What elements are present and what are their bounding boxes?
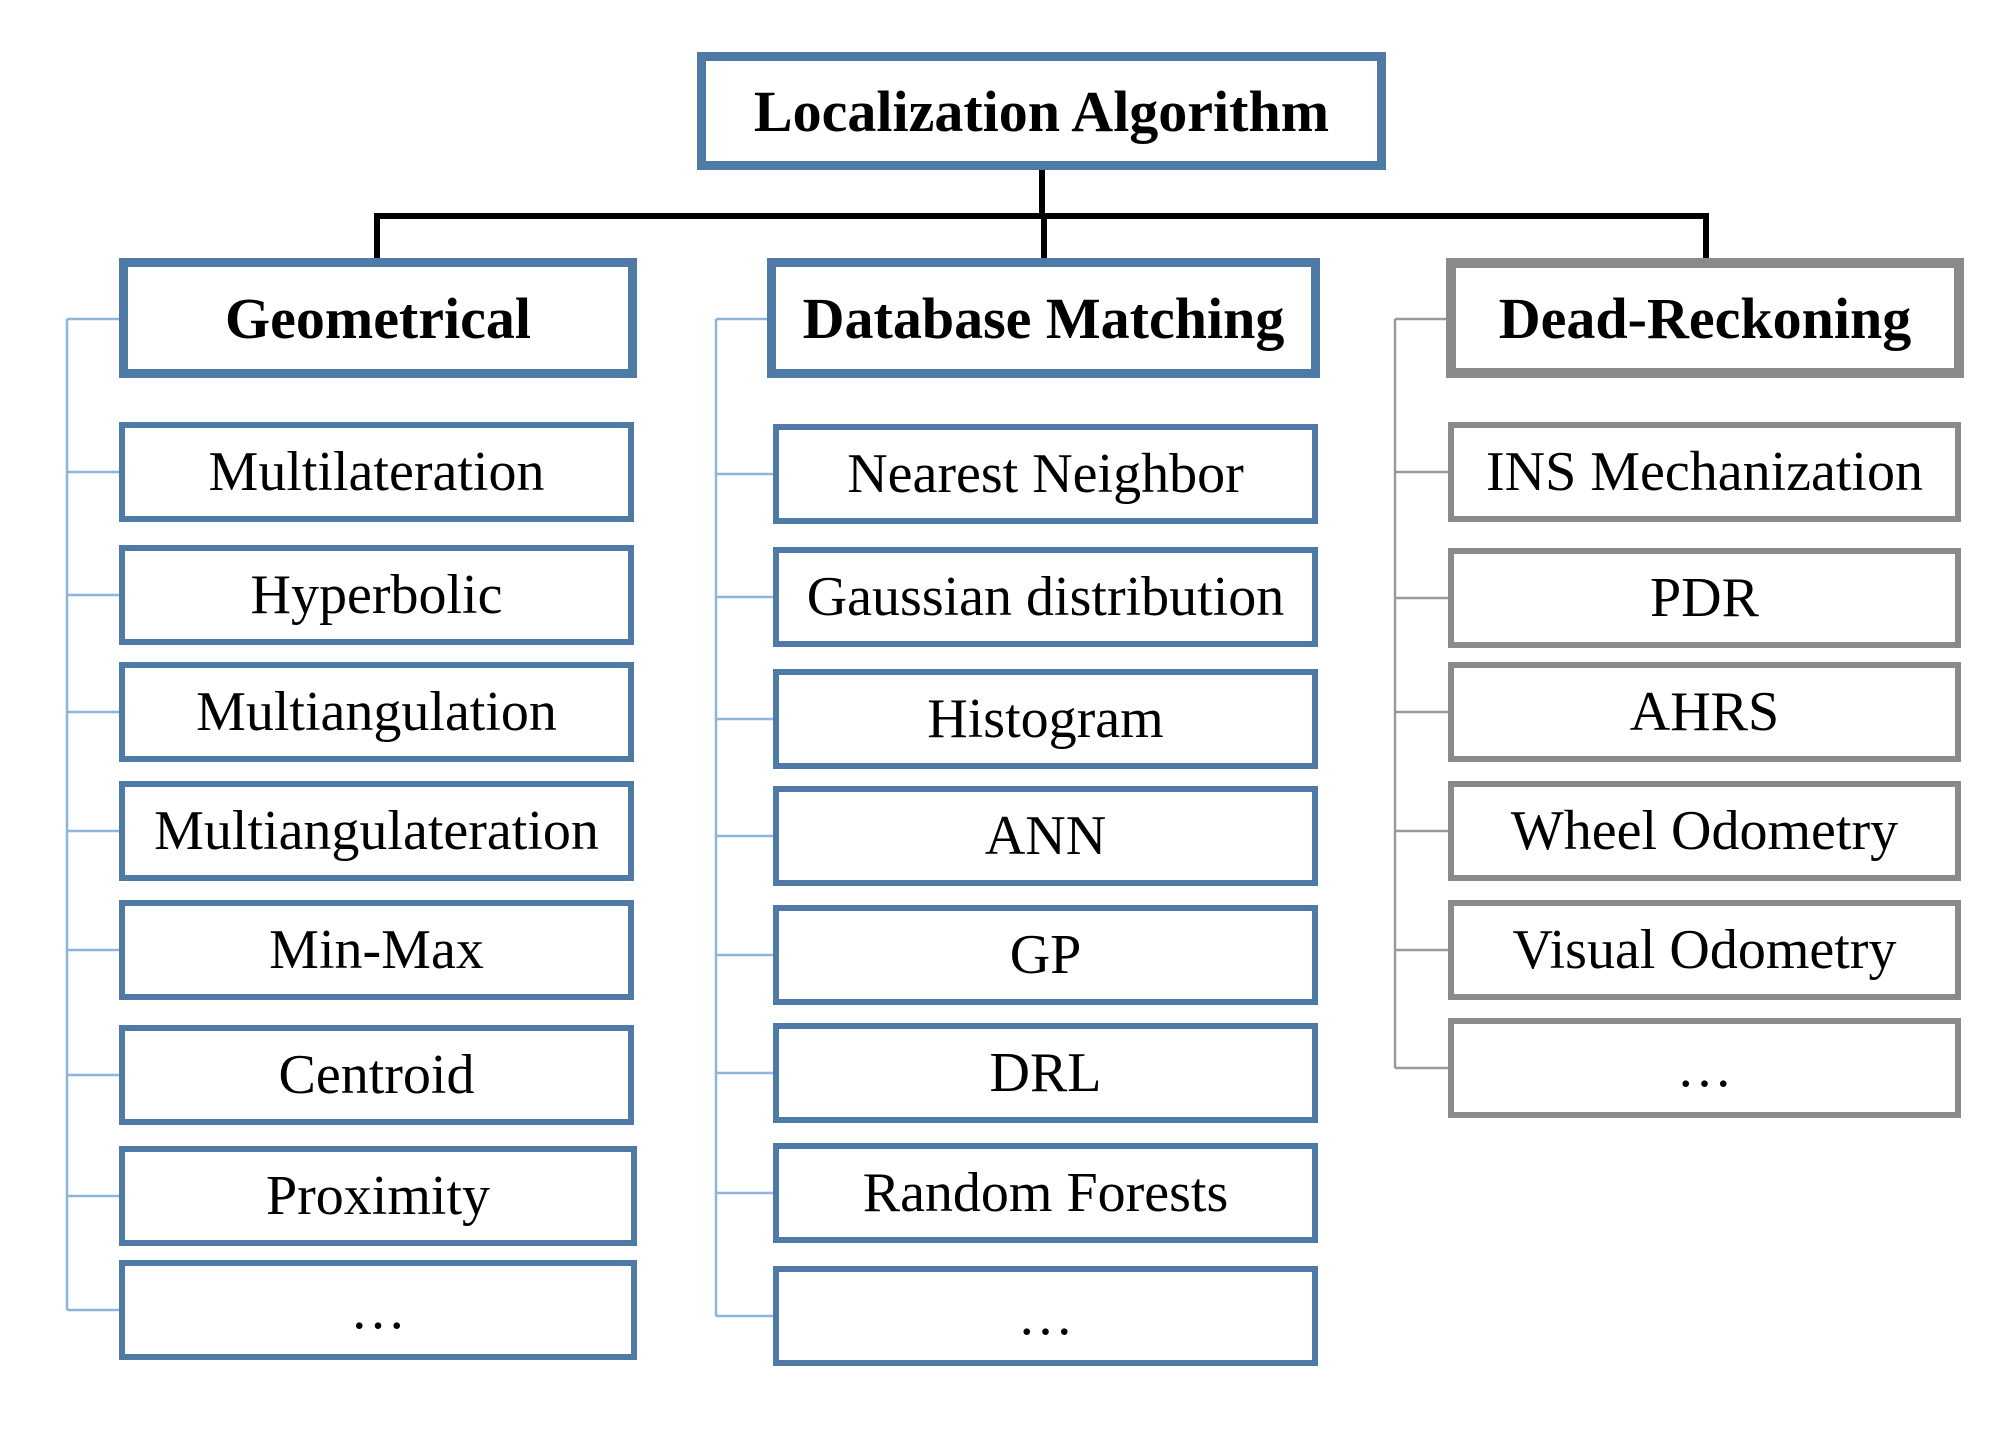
list-item: Nearest Neighbor [773, 424, 1318, 524]
column-header-label: Database Matching [802, 285, 1285, 351]
list-item: Proximity [119, 1146, 637, 1246]
item-label: Random Forests [862, 1162, 1229, 1224]
list-item: PDR [1448, 548, 1961, 648]
item-label: … [1017, 1285, 1074, 1347]
root-node: Localization Algorithm [697, 52, 1386, 170]
database-matching-bracket [714, 317, 773, 1318]
item-label: Multilateration [208, 441, 545, 503]
root-label: Localization Algorithm [753, 78, 1330, 144]
list-item: Multiangulation [119, 662, 634, 762]
column-header-database-matching: Database Matching [767, 258, 1320, 378]
item-label: INS Mechanization [1486, 441, 1923, 503]
item-label: Centroid [278, 1044, 475, 1106]
list-item: DRL [773, 1023, 1318, 1123]
item-label: AHRS [1629, 681, 1780, 743]
list-item: Histogram [773, 669, 1318, 769]
list-item: Visual Odometry [1448, 900, 1961, 1000]
item-label: Min-Max [269, 919, 484, 981]
column-header-dead-reckoning: Dead-Reckoning [1446, 258, 1964, 378]
item-label: Gaussian distribution [806, 566, 1285, 628]
column-header-geometrical: Geometrical [119, 258, 637, 378]
list-item: Wheel Odometry [1448, 781, 1961, 881]
list-item: Min-Max [119, 900, 634, 1000]
item-label: Hyperbolic [250, 564, 503, 626]
dead-reckoning-bracket [1393, 317, 1448, 1070]
list-item: AHRS [1448, 662, 1961, 762]
list-item: Multilateration [119, 422, 634, 522]
item-label: Histogram [927, 688, 1164, 750]
item-label: PDR [1650, 567, 1759, 629]
item-label: Multiangulateration [154, 800, 599, 862]
item-label: Wheel Odometry [1510, 800, 1899, 862]
item-label: ANN [984, 805, 1107, 867]
list-item: … [1448, 1018, 1961, 1118]
column-header-label: Dead-Reckoning [1498, 285, 1912, 351]
item-label: GP [1009, 924, 1082, 986]
list-item: Multiangulateration [119, 781, 634, 881]
list-item: ANN [773, 786, 1318, 886]
item-label: DRL [989, 1042, 1102, 1104]
list-item: … [119, 1260, 637, 1360]
geometrical-bracket [65, 317, 124, 1312]
column-header-label: Geometrical [225, 285, 531, 351]
list-item: GP [773, 905, 1318, 1005]
item-label: Multiangulation [196, 681, 557, 743]
list-item: Centroid [119, 1025, 634, 1125]
item-label: … [1676, 1037, 1733, 1099]
item-label: Visual Odometry [1512, 919, 1897, 981]
list-item: Hyperbolic [119, 545, 634, 645]
list-item: INS Mechanization [1448, 422, 1961, 522]
list-item: … [773, 1266, 1318, 1366]
list-item: Gaussian distribution [773, 547, 1318, 647]
item-label: … [350, 1279, 406, 1341]
item-label: Proximity [265, 1165, 491, 1227]
list-item: Random Forests [773, 1143, 1318, 1243]
item-label: Nearest Neighbor [847, 443, 1244, 505]
